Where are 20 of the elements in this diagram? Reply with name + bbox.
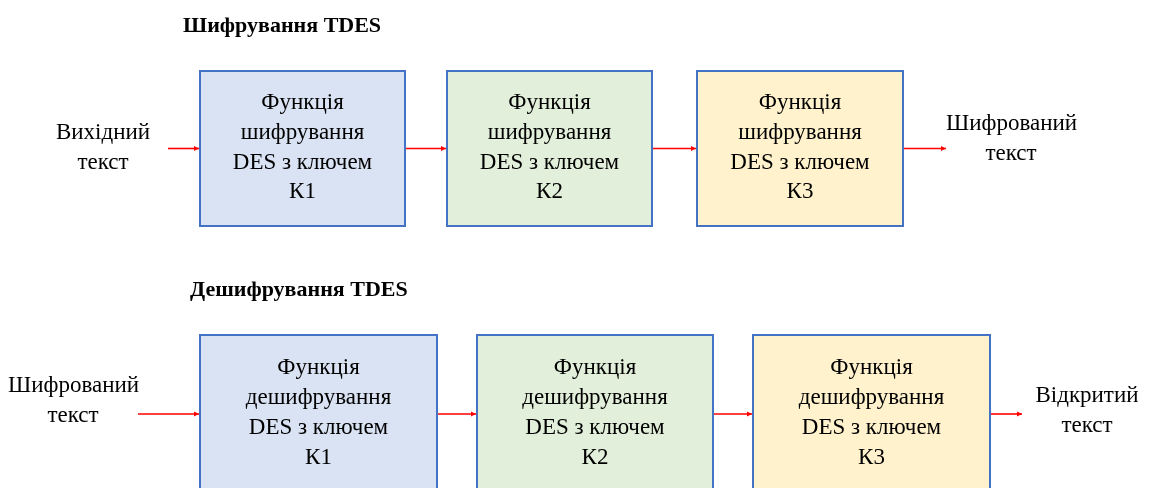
arrow: [713, 411, 753, 417]
text-label: Вихідний текст: [38, 117, 168, 177]
arrow: [137, 411, 200, 417]
arrow: [903, 146, 947, 151]
process-box: Функція дешифрування DES з ключем К3: [752, 334, 991, 488]
process-box: Функція шифрування DES з ключем К1: [199, 70, 406, 227]
text-label: Відкритий текст: [1022, 380, 1152, 440]
arrow: [167, 146, 200, 151]
text-label: Шифрований текст: [946, 108, 1076, 168]
arrow: [652, 146, 697, 151]
process-box: Функція дешифрування DES з ключем К1: [199, 334, 438, 488]
arrow: [405, 146, 447, 151]
arrow: [437, 411, 477, 417]
section-heading: Дешифрування TDES: [190, 276, 408, 302]
section-heading: Шифрування TDES: [183, 12, 382, 38]
text-label: Шифрований текст: [8, 370, 138, 430]
process-box: Функція шифрування DES з ключем К2: [446, 70, 653, 227]
process-box: Функція дешифрування DES з ключем К2: [476, 334, 714, 488]
process-box: Функція шифрування DES з ключем К3: [696, 70, 904, 227]
arrow: [990, 411, 1023, 417]
